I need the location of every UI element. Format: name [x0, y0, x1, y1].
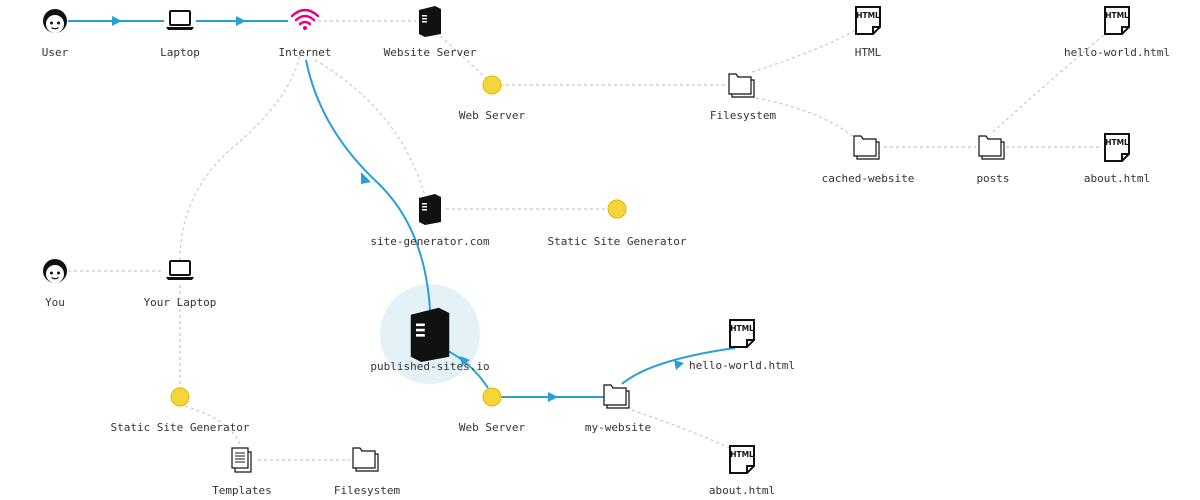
node-web-server-top[interactable]: Web Server: [459, 75, 526, 122]
wifi-icon: [290, 8, 320, 30]
node-laptop[interactable]: Laptop: [160, 10, 200, 59]
arrow-laptop-internet: [236, 16, 246, 26]
link-website-server-web-server: [431, 27, 489, 81]
link-static-site-generator-templates: [184, 405, 241, 445]
node-hello-world-bottom[interactable]: hello-world.html: [689, 319, 795, 372]
node-label: Your Laptop: [144, 296, 217, 309]
server-icon: [419, 6, 441, 37]
folder-icon: [603, 384, 630, 409]
node-label: Static Site Generator: [110, 421, 249, 434]
node-cached-website[interactable]: cached-website: [822, 135, 915, 185]
link-filesystem-html: [751, 29, 857, 73]
node-label: about.html: [1084, 172, 1150, 185]
node-label: hello-world.html: [1064, 46, 1170, 59]
folder-icon: [352, 447, 379, 472]
node-label: cached-website: [822, 172, 915, 185]
folder-icon: [978, 135, 1005, 160]
node-label: Website Server: [384, 46, 477, 59]
service-dot-icon: [607, 199, 627, 219]
face-icon: [42, 8, 68, 34]
node-web-server-bottom[interactable]: Web Server: [459, 387, 526, 434]
node-site-generator-com[interactable]: site-generator.com: [370, 194, 490, 248]
node-filesystem-bottom[interactable]: Filesystem: [334, 447, 401, 497]
service-dot-icon: [170, 387, 190, 407]
node-your-laptop[interactable]: Your Laptop: [144, 260, 217, 309]
node-static-site-generator-bottom[interactable]: Static Site Generator: [110, 387, 250, 434]
node-label: Web Server: [459, 109, 526, 122]
node-label: You: [45, 296, 65, 309]
server-icon: [419, 194, 441, 225]
node-label: my-website: [585, 421, 651, 434]
node-you[interactable]: You: [42, 258, 68, 309]
html-file-icon: [729, 319, 756, 348]
node-posts[interactable]: posts: [976, 135, 1010, 185]
arrow-user-laptop: [112, 16, 122, 26]
node-static-site-generator-mid[interactable]: Static Site Generator: [547, 199, 687, 248]
node-label: hello-world.html: [689, 359, 795, 372]
node-internet[interactable]: Internet: [279, 8, 332, 59]
arrow-internet-published-sites: [361, 172, 371, 184]
service-dot-icon: [482, 75, 502, 95]
node-label: Web Server: [459, 421, 526, 434]
folder-icon: [853, 135, 880, 160]
node-templates[interactable]: Templates: [212, 447, 272, 497]
node-my-website[interactable]: my-website: [585, 384, 651, 434]
laptop-icon: [165, 10, 195, 31]
link-your-laptop-internet: [179, 54, 301, 261]
documents-icon: [231, 447, 252, 473]
node-label: Laptop: [160, 46, 200, 59]
folder-icon: [728, 73, 755, 98]
arrow-my-website-hello-world: [674, 360, 684, 370]
node-filesystem-top[interactable]: Filesystem: [710, 73, 777, 122]
node-about-bottom[interactable]: about.html: [709, 445, 775, 497]
node-website-server[interactable]: Website Server: [384, 6, 477, 59]
node-hello-world-top[interactable]: hello-world.html: [1064, 6, 1170, 59]
node-label: Filesystem: [334, 484, 401, 497]
html-file-icon: [1104, 6, 1131, 35]
node-label: site-generator.com: [370, 235, 490, 248]
service-dot-icon: [482, 387, 502, 407]
arrow-published-sites-web-server: [460, 356, 470, 366]
link-my-website-about: [631, 409, 731, 449]
link-filesystem-cached-website: [755, 97, 856, 139]
node-label: about.html: [709, 484, 775, 497]
html-file-icon: [855, 6, 882, 35]
node-label: published-sites.io: [370, 360, 489, 373]
node-about-top[interactable]: about.html: [1084, 133, 1150, 185]
html-file-icon: [1104, 133, 1131, 162]
html-file-icon: [729, 445, 756, 474]
node-html[interactable]: HTML: [855, 6, 882, 59]
flow-internet-published-sites: [305, 59, 431, 311]
server-icon: [410, 307, 450, 362]
face-icon: [42, 258, 68, 284]
node-label: User: [42, 46, 69, 59]
link-internet-site-generator: [314, 59, 426, 197]
node-label: Templates: [212, 484, 272, 497]
node-label: Internet: [279, 46, 332, 59]
node-user[interactable]: User: [42, 8, 69, 59]
node-published-sites[interactable]: published-sites.io: [370, 307, 490, 373]
laptop-icon: [165, 260, 195, 281]
node-label: Filesystem: [710, 109, 777, 122]
flow-my-website-hello-world: [621, 347, 736, 385]
arrow-web-server-my-website: [548, 392, 558, 402]
node-label: HTML: [855, 46, 882, 59]
node-label: Static Site Generator: [547, 235, 686, 248]
node-label: posts: [976, 172, 1009, 185]
